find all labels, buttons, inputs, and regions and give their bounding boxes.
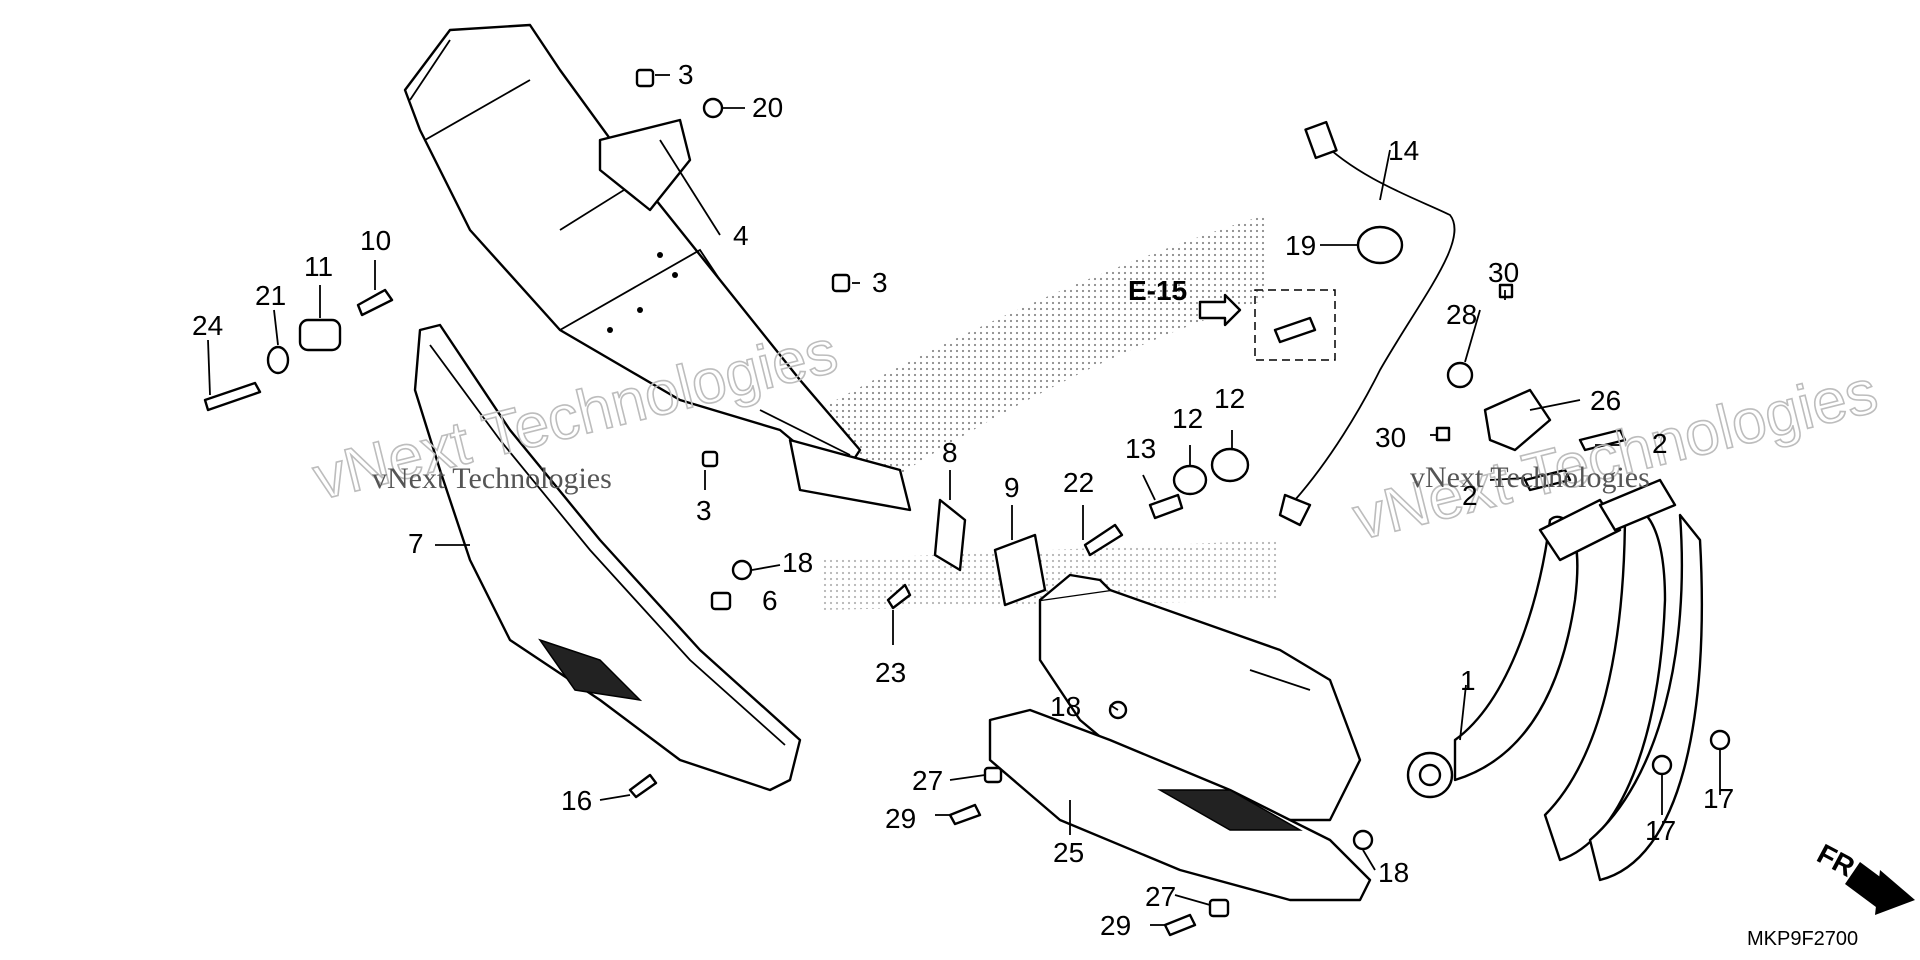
bolt-30a [1498,283,1514,299]
lower-heat-shield [988,708,1372,902]
halftone-shading [800,215,1280,610]
callout-30: 30 [1375,422,1406,453]
bolt-22 [1083,523,1124,557]
callout-4: 4 [733,220,749,251]
hardware [203,68,1731,937]
gasket-2a [1578,428,1627,452]
nut-3a [635,68,655,88]
svg-text:vNext Technologies: vNext Technologies [372,462,612,495]
screw-29a [948,803,982,826]
callout-18: 18 [1378,857,1409,888]
callout-6: 6 [762,585,778,616]
diagram-code: MKP9F2700 [1747,928,1858,950]
nut-3c [701,450,719,468]
nut-17a [1651,754,1673,776]
bolt-30b [1435,426,1451,442]
clip-28 [1446,361,1474,389]
callout-14: 14 [1388,135,1419,166]
callout-23: 23 [875,657,906,688]
callout-21: 21 [255,280,286,311]
callout-2: 2 [1652,428,1668,459]
gasket-8 [933,498,967,572]
screw-16 [628,773,658,799]
washer-21 [266,345,290,375]
callout-28: 28 [1446,299,1477,330]
callout-9: 9 [1004,472,1020,503]
callout-20: 20 [752,92,783,123]
bolt-24 [203,381,262,412]
o2-sensor-wire [1278,120,1456,527]
front-direction-indicator: FR. [1812,838,1915,915]
callout-1: 1 [1460,665,1476,696]
callout-30: 30 [1488,257,1519,288]
callout-26: 26 [1590,385,1621,416]
nut-20 [702,97,724,119]
callout-12: 12 [1172,403,1203,434]
rubber-11 [298,318,342,352]
callout-22: 22 [1063,467,1094,498]
nut-17b [1709,729,1731,751]
callout-29: 29 [885,803,916,834]
washer-18a [731,559,753,581]
rubber-12a [1172,464,1208,496]
callout-25: 25 [1053,837,1084,868]
reference-arrow [1198,293,1242,327]
nut-27b [1208,898,1230,918]
callout-17: 17 [1645,815,1676,846]
collar-10 [356,288,394,317]
muffler-bracket [598,118,692,212]
clamp [1356,225,1404,265]
leader-lines [207,74,1721,926]
exhaust-pipe-assembly [1038,478,1704,882]
ring-9 [993,533,1047,607]
callout-13: 13 [1125,433,1156,464]
callout-2: 2 [1462,480,1478,511]
nut-6 [710,591,732,611]
muffler [403,23,912,512]
bolt-23 [886,583,912,610]
callout-19: 19 [1285,230,1316,261]
callouts: 1 2 2 3 3 3 4 6 7 8 9 10 11 12 12 13 14 … [192,59,1734,941]
callout-8: 8 [942,437,958,468]
callout-24: 24 [192,310,223,341]
callout-10: 10 [360,225,391,256]
muffler-heat-shield [413,323,802,792]
nut-3b [831,273,851,293]
callout-29: 29 [1100,910,1131,941]
callout-17: 17 [1703,783,1734,814]
svg-text:vNext Technologies: vNext Technologies [1410,461,1650,494]
callout-16: 16 [561,785,592,816]
collar-13 [1148,493,1184,520]
callout-12: 12 [1214,383,1245,414]
reference-label: E-15 [1128,275,1187,306]
callout-3: 3 [678,59,694,90]
callout-18: 18 [1050,691,1081,722]
stay-bracket [1273,316,1317,344]
callout-27: 27 [912,765,943,796]
callout-3: 3 [872,267,888,298]
gasket-2b [1523,468,1572,492]
callout-18: 18 [782,547,813,578]
callout-27: 27 [1145,881,1176,912]
callout-7: 7 [408,528,424,559]
callout-11: 11 [304,251,333,282]
screw-29b [1163,913,1197,937]
callout-3: 3 [696,495,712,526]
rubber-12b [1210,447,1250,483]
sensor-bracket [1483,388,1552,452]
washer-18c [1352,829,1374,851]
nut-27a [983,766,1003,784]
reference-box [1254,289,1336,361]
